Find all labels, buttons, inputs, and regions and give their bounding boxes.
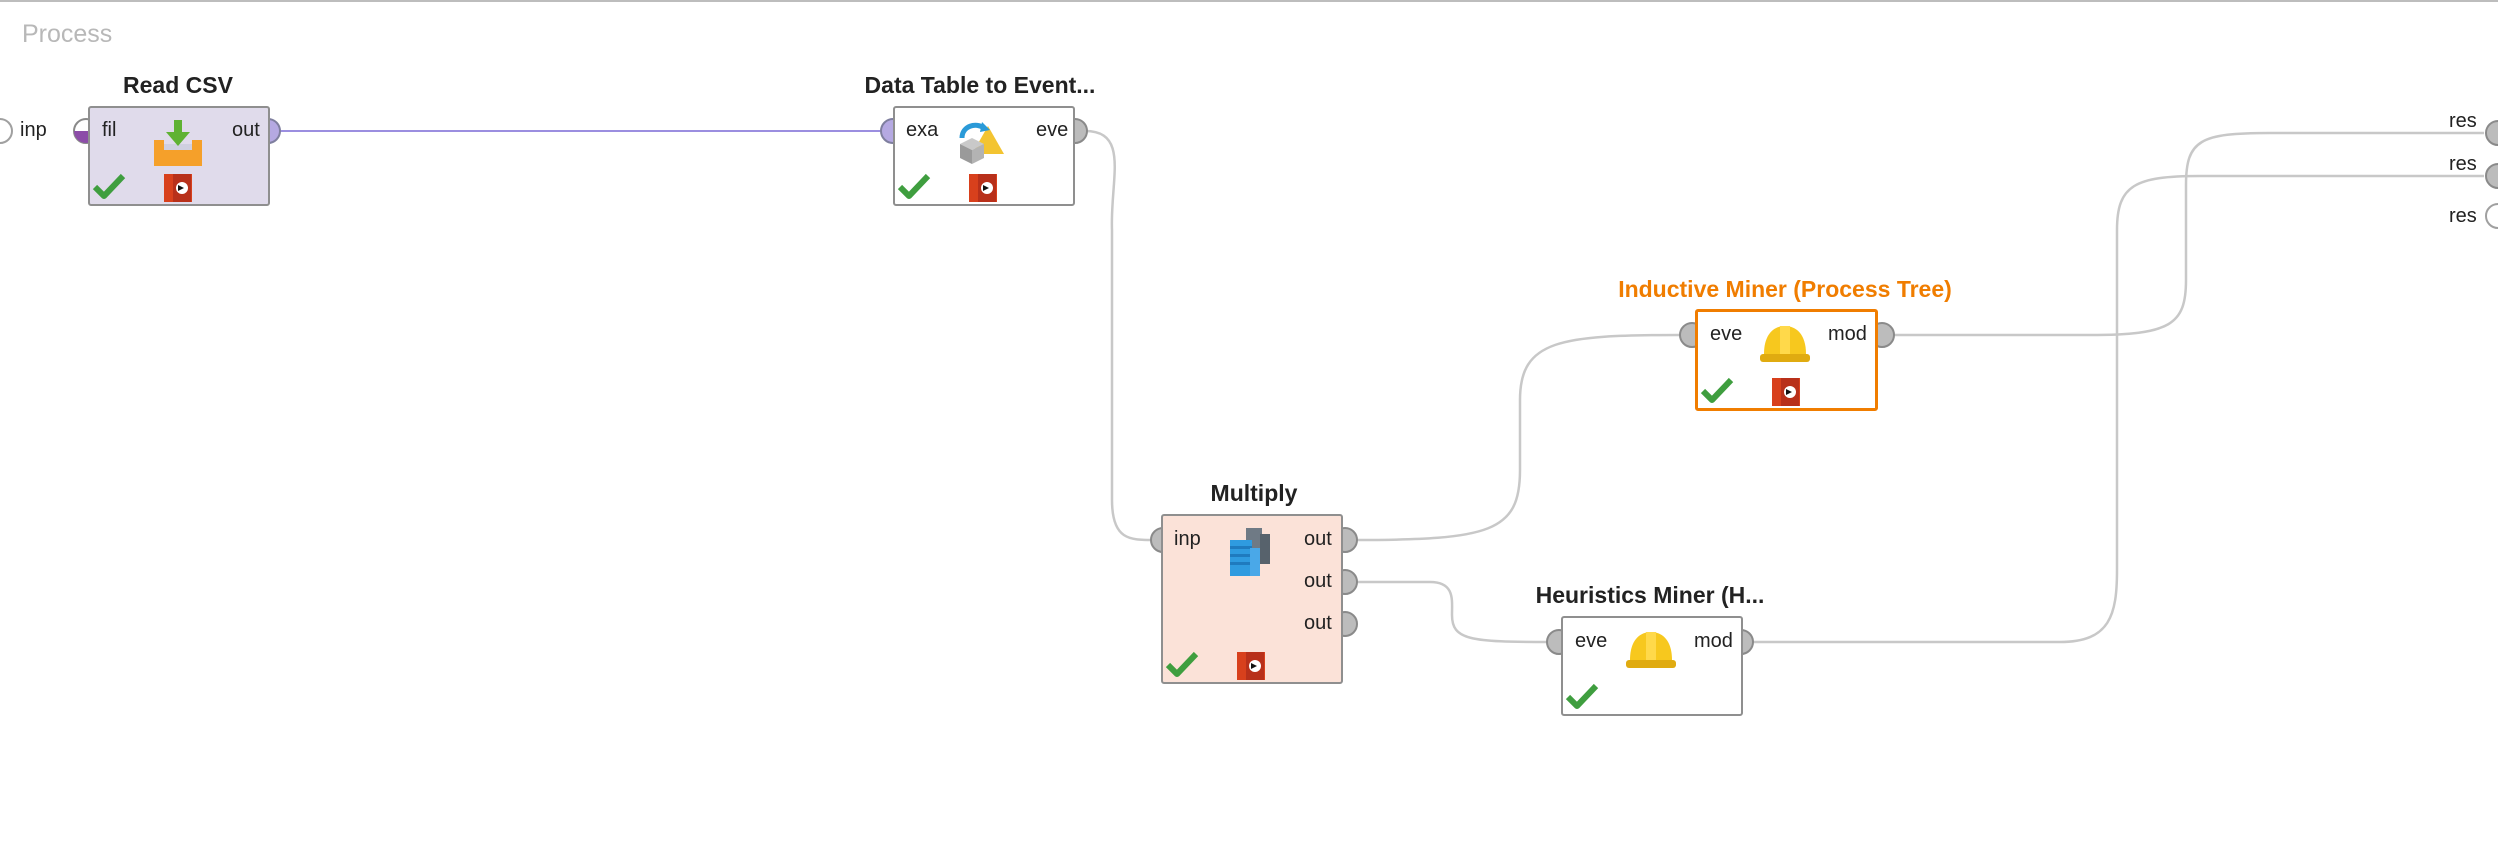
hard-hat-icon (1760, 326, 1810, 362)
breakpoint-icon[interactable] (1771, 377, 1801, 407)
checkmark-icon (1700, 377, 1734, 403)
checkmark-icon (92, 173, 126, 199)
result-label-1: res (2449, 110, 2477, 132)
multiply-out-label-2: out (1304, 570, 1332, 592)
import-tray-icon (154, 120, 202, 166)
checkmark-icon (897, 173, 931, 199)
datatable-in-label: exa (906, 119, 939, 141)
result-port-2[interactable] (2485, 163, 2498, 189)
readcsv-in-label: fil (102, 119, 117, 141)
hard-hat-icon (1626, 632, 1676, 668)
multiply-stack-icon (1230, 528, 1270, 576)
result-port-3[interactable] (2485, 203, 2498, 229)
breakpoint-icon[interactable] (968, 173, 998, 203)
readcsv-title: Read CSV (123, 72, 233, 98)
breakpoint-icon[interactable] (1236, 651, 1266, 681)
inductive-out-label: mod (1828, 323, 1867, 345)
breakpoint-icon[interactable] (163, 173, 193, 203)
inductive-in-label: eve (1710, 323, 1743, 345)
convert-shapes-icon (959, 122, 1004, 164)
process-input-label: inp (20, 119, 47, 141)
result-label-3: res (2449, 205, 2477, 227)
connection-multiply-to-inductive[interactable] (1354, 333, 1681, 542)
heuristics-in-label: eve (1575, 630, 1608, 652)
connection-inductive-to-result[interactable] (1883, 131, 2484, 337)
datatable-out-label: eve (1036, 119, 1069, 141)
heuristics-title: Heuristics Miner (H... (1535, 582, 1765, 608)
connection-heuristics-to-result[interactable] (1752, 174, 2484, 644)
readcsv-out-label: out (232, 119, 260, 141)
multiply-title: Multiply (1210, 480, 1298, 506)
multiply-out-label-1: out (1304, 528, 1332, 550)
result-port-1[interactable] (2485, 120, 2498, 146)
process-input-port[interactable] (0, 118, 13, 144)
result-label-2: res (2449, 153, 2477, 175)
connection-multiply-to-heuristics[interactable] (1355, 580, 1550, 644)
connection-datatable-to-multiply[interactable] (1084, 129, 1154, 542)
multiply-in-label: inp (1174, 528, 1201, 550)
panel-title: Process (22, 20, 113, 48)
datatable-title: Data Table to Event... (864, 72, 1096, 98)
checkmark-icon (1565, 683, 1599, 709)
checkmark-icon (1165, 651, 1199, 677)
heuristics-out-label: mod (1694, 630, 1733, 652)
panel-top-border (0, 0, 2498, 2)
multiply-out-label-3: out (1304, 612, 1332, 634)
inductive-title: Inductive Miner (Process Tree) (1618, 276, 1952, 302)
